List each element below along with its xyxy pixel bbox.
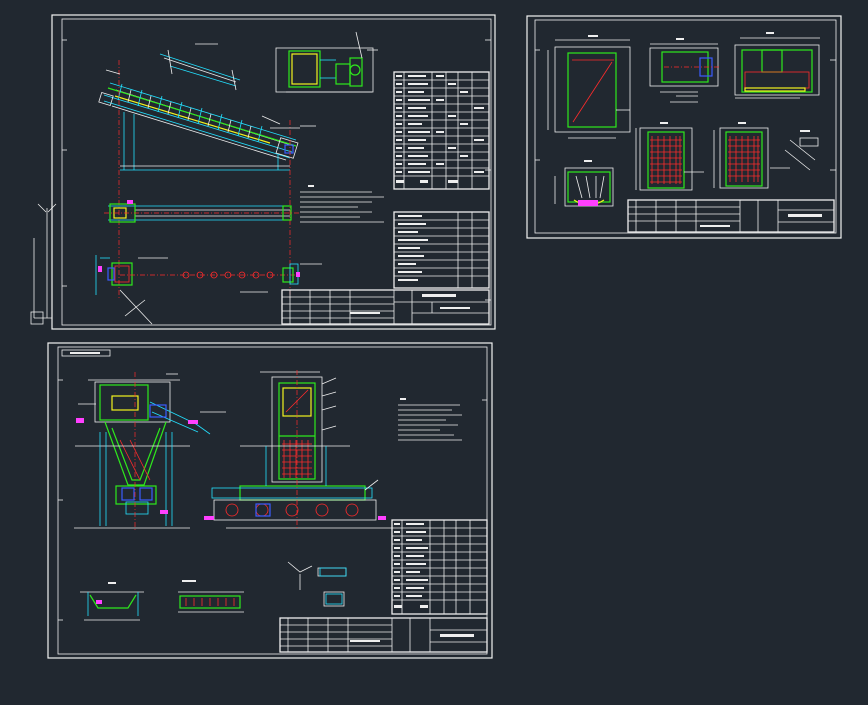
notes-block	[300, 185, 384, 223]
small-hopper-view	[554, 160, 614, 207]
inclined-conveyor-elevation	[98, 43, 316, 300]
hopper-side-elevation	[204, 370, 392, 530]
sheet-chute-details[interactable]	[526, 15, 842, 239]
parts-list-lower	[393, 211, 490, 289]
title-block	[281, 289, 490, 325]
title-block-2	[627, 199, 835, 233]
title-block-3	[279, 617, 488, 653]
horizontal-beam-view	[104, 200, 300, 223]
grid-plate-view-1	[635, 122, 704, 191]
parts-list-upper	[393, 71, 490, 190]
drive-unit-detail	[275, 31, 378, 93]
chute-side-view-2	[734, 32, 820, 99]
section-views-bottom	[80, 561, 347, 621]
grid-plate-view-2	[713, 122, 769, 189]
hopper-front-elevation	[74, 372, 226, 530]
bottom-plan-view	[95, 255, 322, 325]
ucs-icon	[30, 203, 57, 325]
chute-side-view-1	[649, 38, 720, 103]
chute-front-view	[547, 35, 631, 139]
notes-block-3	[398, 398, 462, 441]
bracket-detail	[770, 130, 819, 171]
parts-list-3	[391, 519, 488, 615]
sheet-conveyor-assembly[interactable]	[0, 0, 496, 330]
sheet-hopper-support[interactable]	[47, 342, 493, 659]
